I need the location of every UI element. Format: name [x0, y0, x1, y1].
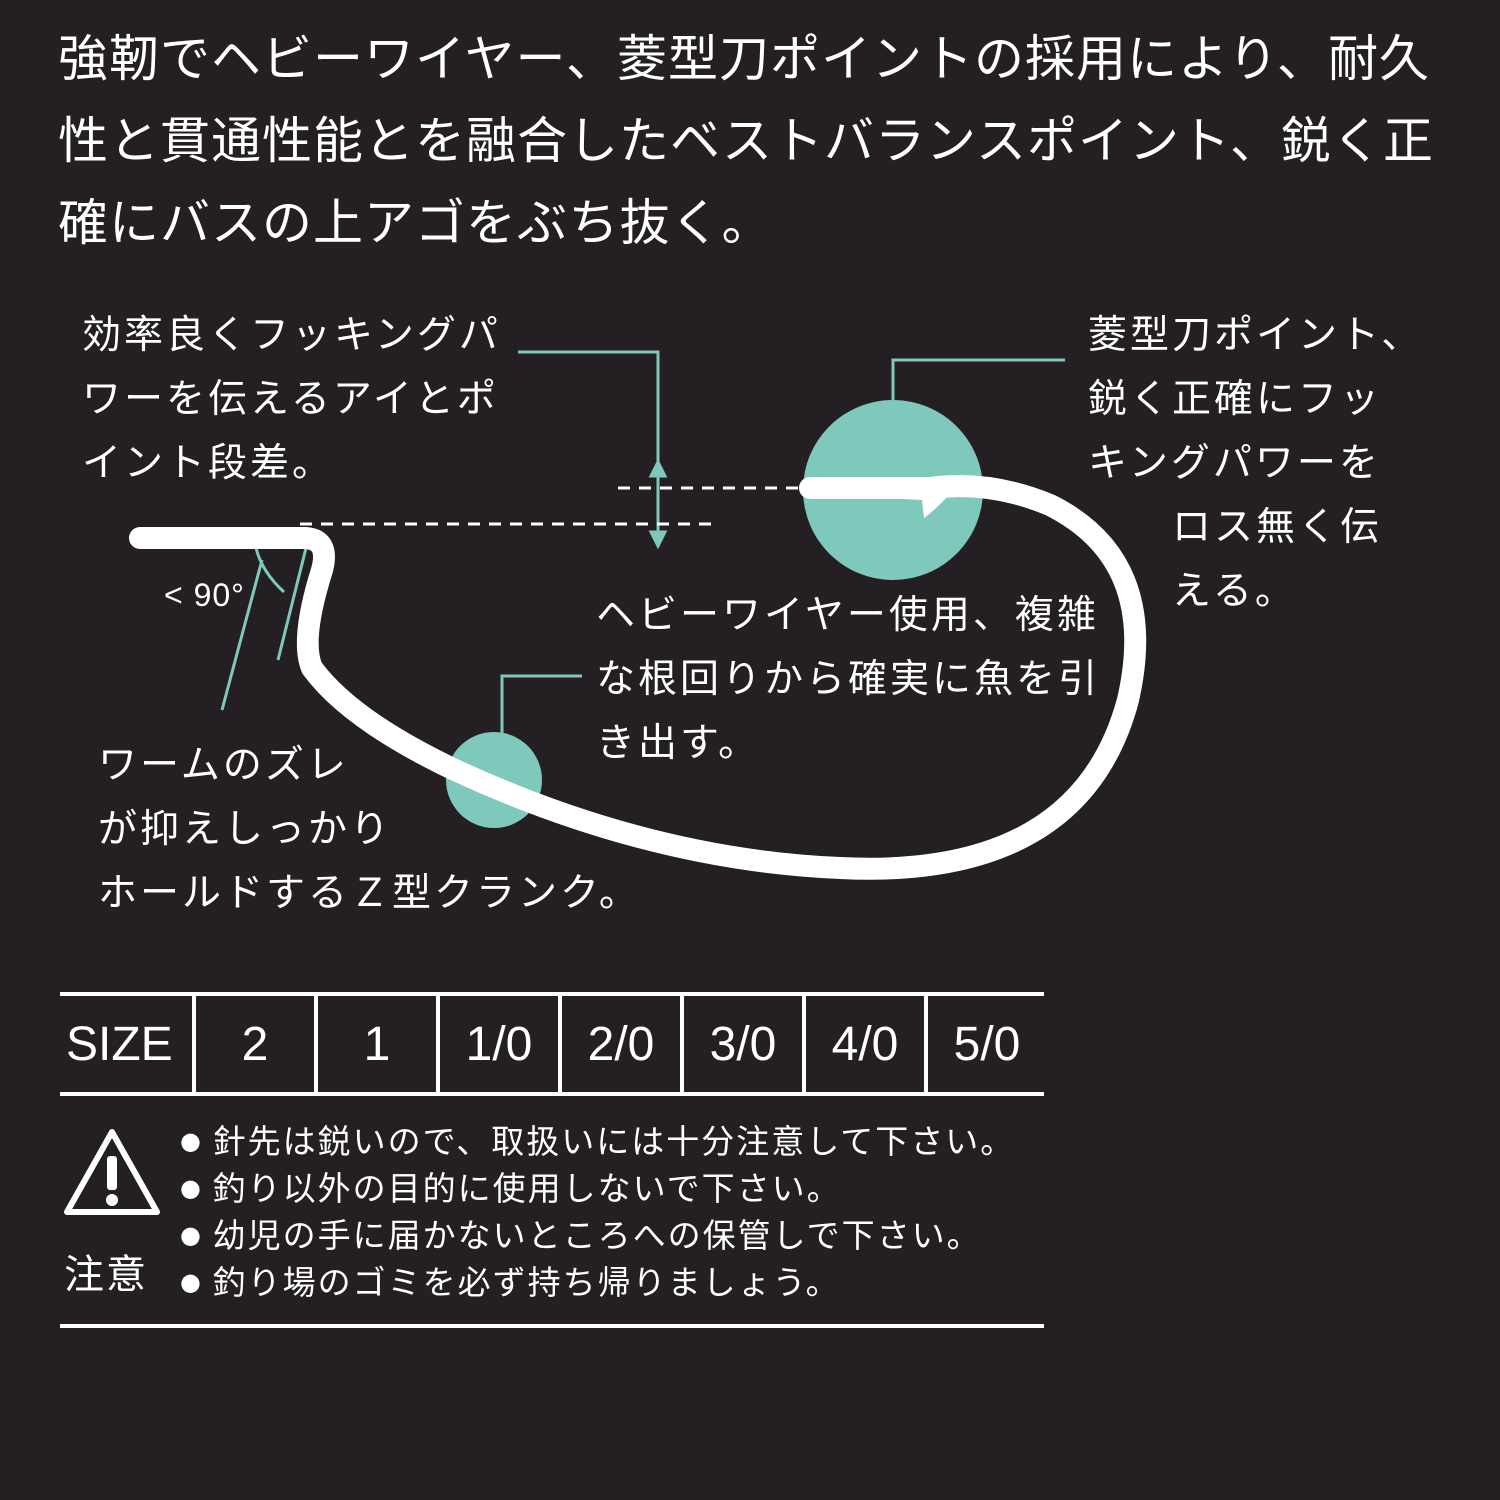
hook-shape: [129, 475, 1147, 880]
point-callout-line: ロス無く伝: [1088, 505, 1383, 550]
point-callout-line: える。: [1088, 569, 1297, 614]
crank-leader-line-1: [220, 559, 264, 711]
size-cell: 3/0: [680, 996, 802, 1092]
warning-block: 注意 針先は鋭いので、取扱いには十分注意して下さい。 釣り以外の目的に使用しない…: [60, 1118, 1044, 1328]
point-callout: 菱型刀ポイント、 鋭く正確にフッ キングパワーを ロス無く伝 える。: [1088, 304, 1424, 624]
size-header: SIZE: [66, 1017, 173, 1071]
warning-item: 針先は鋭いので、取扱いには十分注意して下さい。: [180, 1118, 1015, 1165]
size-cell: 2: [192, 996, 314, 1092]
wire-leader-line: [500, 674, 582, 734]
point-callout-line: キングパワーを: [1088, 441, 1381, 486]
point-callout-line: 鋭く正確にフッ: [1088, 377, 1383, 422]
eye-step-callout: 効率良くフッキングパワーを伝えるアイとポイント段差。: [82, 313, 501, 486]
size-cell: 1: [314, 996, 436, 1092]
point-leader-line: [891, 358, 1065, 402]
warning-item: 釣り以外の目的に使用しないで下さい。: [180, 1165, 1015, 1212]
size-cell: 1/0: [436, 996, 558, 1092]
step-arrow-up: [648, 458, 668, 478]
z-crank-callout: ワームのズレ が抑えしっかり ホールドするＺ型クランク。: [98, 734, 738, 926]
angle-label: < 90°: [164, 577, 245, 613]
warning-list: 針先は鋭いので、取扱いには十分注意して下さい。 釣り以外の目的に使用しないで下さ…: [180, 1118, 1015, 1306]
warning-item: 釣り場のゴミを必ず持ち帰りましょう。: [180, 1259, 1015, 1306]
step-arrow-down: [648, 530, 668, 550]
z-crank-callout-line: が抑えしっかり: [98, 807, 393, 852]
heavy-wire-callout: ヘビーワイヤー使用、複雑な根回りから確実に魚を引き出す。: [596, 593, 1101, 766]
eye-leader-line: [518, 350, 660, 470]
size-cell: 4/0: [802, 996, 924, 1092]
size-cell: 2/0: [558, 996, 680, 1092]
crank-leader-line-2: [276, 539, 310, 661]
z-crank-callout-line: ホールドするＺ型クランク。: [98, 871, 641, 916]
size-table: SIZE 2 1 1/0 2/0 3/0 4/0 5/0: [60, 992, 1044, 1096]
size-cell: 5/0: [924, 996, 1046, 1092]
point-callout-line: 菱型刀ポイント、: [1088, 313, 1424, 358]
warning-item: 幼児の手に届かないところへの保管しで下さい。: [180, 1212, 1015, 1259]
warning-label: 注意: [64, 1252, 148, 1298]
warning-triangle-icon: [64, 1129, 160, 1215]
z-crank-callout-line: ワームのズレ: [98, 743, 349, 788]
hook-point: [805, 482, 955, 518]
intro-text: 強靭でヘビーワイヤー、菱型刀ポイントの採用により、耐久性と貫通性能とを融合したベ…: [58, 30, 1434, 252]
angle-arc: [254, 547, 286, 594]
